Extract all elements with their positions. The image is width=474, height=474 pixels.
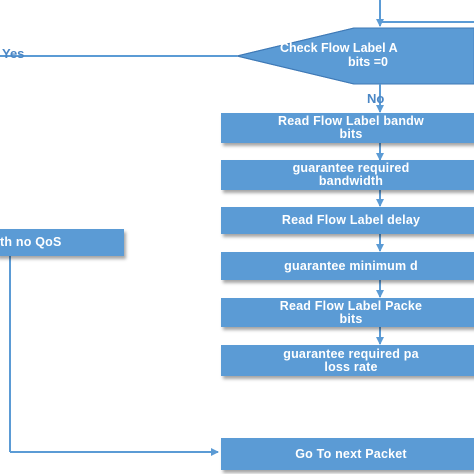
decision-text: Check Flow Label A bits =0 (280, 41, 474, 69)
step-read-delay: Read Flow Label delay (221, 207, 474, 234)
step-guarantee-delay: guarantee minimum d (221, 252, 474, 280)
step-read-packet-loss: Read Flow Label Packe bits (221, 298, 474, 327)
decision-line1: Check Flow Label A (280, 41, 398, 55)
yes-label: Yes (2, 46, 25, 61)
step-read-bandwidth: Read Flow Label bandw bits (221, 113, 474, 143)
final-next-packet: Go To next Packet (221, 438, 474, 470)
no-label: No (367, 91, 385, 106)
decision-line2: bits =0 (348, 55, 388, 69)
no-qos-box: th no QoS (0, 229, 124, 256)
no-qos-text: th no QoS (0, 235, 62, 249)
step-guarantee-loss-rate: guarantee required pa loss rate (221, 345, 474, 376)
step-guarantee-bandwidth: guarantee required bandwidth (221, 160, 474, 190)
